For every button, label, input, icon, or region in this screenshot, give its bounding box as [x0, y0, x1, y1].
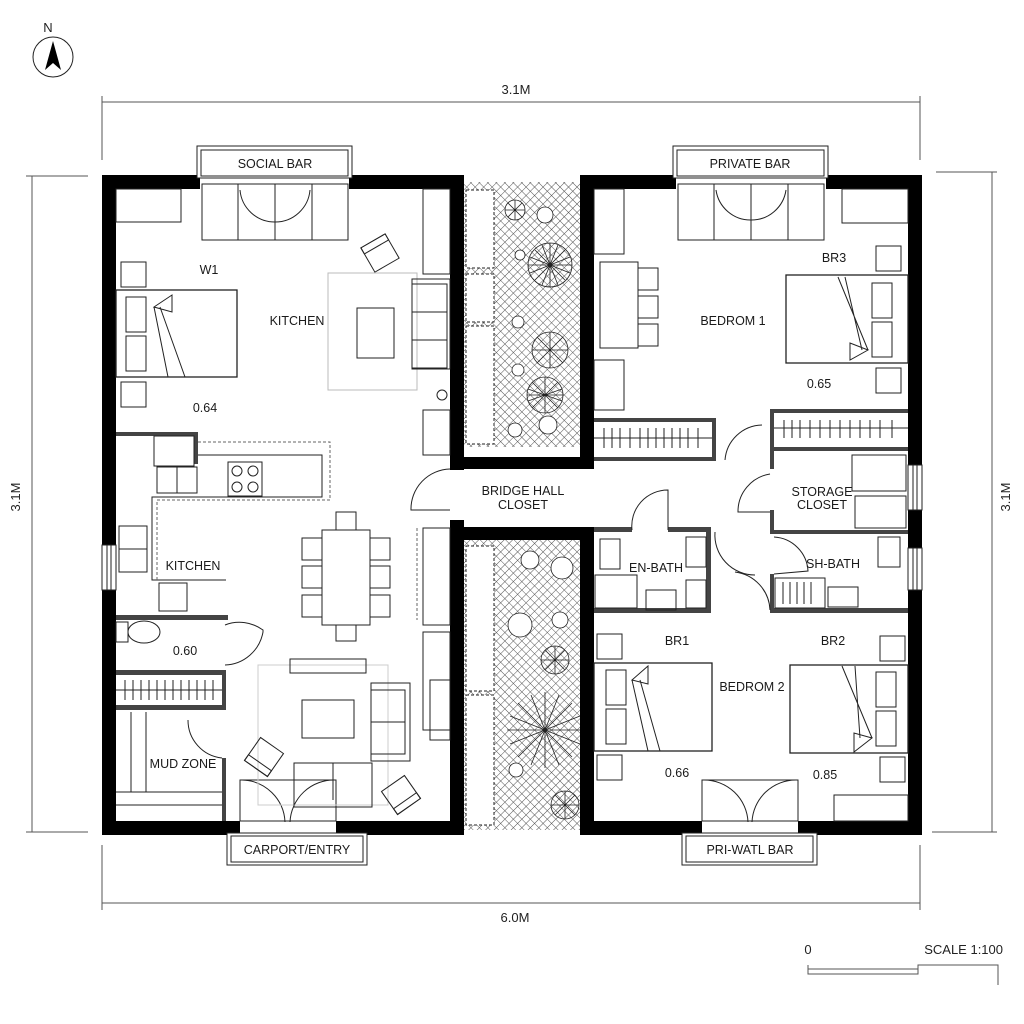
room-label-kitchen: KITCHEN	[166, 559, 221, 573]
wardrobe-icon	[116, 670, 226, 710]
armchair-icon	[360, 233, 400, 273]
room-label-bedroom2: BEDROM 2	[719, 680, 784, 694]
room-label-en-bath: EN-BATH	[629, 561, 683, 575]
bed-icon	[115, 261, 238, 408]
door-swing-icon	[224, 621, 264, 666]
cabinet	[422, 631, 451, 731]
rug	[327, 272, 418, 391]
dimension-right: 3.1M	[932, 171, 1013, 833]
armchair-icon	[243, 736, 285, 778]
social-bar: SOCIAL BAR	[196, 145, 353, 241]
cabinet	[422, 409, 451, 456]
dimension-bottom: 6.0M	[101, 845, 921, 925]
dining-table-icon	[301, 511, 391, 642]
scale-zero: 0	[804, 942, 811, 957]
door-swing-icon	[724, 424, 763, 461]
carport-entry-label: CARPORT/ENTRY	[244, 843, 351, 857]
bed-icon	[785, 245, 909, 394]
rug	[257, 664, 389, 806]
window-icon	[101, 464, 923, 591]
bed-icon	[789, 635, 909, 783]
room-label-area-085: 0.85	[813, 768, 837, 782]
room-label-area-064: 0.64	[193, 401, 217, 415]
plant-icon	[504, 199, 583, 820]
door-swing-icon	[187, 719, 223, 759]
armchair-icon	[380, 774, 422, 816]
private-bar-bottom: PRI-WATL BAR	[681, 779, 818, 866]
room-label-br1: BR1	[665, 634, 689, 648]
cabinet	[422, 527, 451, 626]
scale-bar: 0 SCALE 1:100	[804, 942, 1003, 985]
sink-icon	[877, 536, 901, 568]
desk	[599, 261, 659, 349]
door-swing-icon	[631, 489, 669, 531]
sink-icon	[118, 466, 198, 612]
room-label-storage-closet: CLOSET	[797, 498, 847, 512]
private-bar-bottom-label: PRI-WATL BAR	[706, 843, 793, 857]
bed-icon	[593, 633, 713, 781]
room-label-storage: STORAGE	[792, 485, 853, 499]
private-bar: PRIVATE BAR	[672, 145, 829, 241]
toilet-icon	[115, 620, 161, 644]
shelf	[854, 495, 907, 529]
wardrobe-icon	[594, 409, 908, 469]
scale-label: SCALE 1:100	[924, 942, 1003, 957]
dimension-bottom-label: 6.0M	[501, 910, 530, 925]
dimension-top-label: 3.1M	[502, 82, 531, 97]
coffee-table	[356, 307, 395, 359]
room-label-sh-bath: SH-BATH	[806, 557, 860, 571]
dimension-left: 3.1M	[8, 175, 88, 833]
shelf	[851, 454, 907, 492]
social-bar-label: SOCIAL BAR	[238, 157, 313, 171]
door-swing-icon	[773, 536, 809, 575]
wc-wall	[116, 615, 228, 620]
room-label-area-066: 0.66	[665, 766, 689, 780]
cabinet	[841, 188, 909, 224]
sink-icon	[599, 538, 621, 570]
sh-bath: SH-BATH	[770, 536, 908, 613]
door-swing-icon	[410, 468, 451, 511]
room-label-br3: BR3	[822, 251, 846, 265]
private-bar-label: PRIVATE BAR	[710, 157, 791, 171]
sink-icon	[685, 536, 707, 568]
room-label-kitchen-top: KITCHEN	[270, 314, 325, 328]
north-arrow-icon: N	[32, 20, 74, 78]
exterior-walls	[102, 175, 922, 835]
room-label-bedroom1: BEDROM 1	[700, 314, 765, 328]
tv-console	[289, 658, 367, 674]
room-label-area-060: 0.60	[173, 644, 197, 658]
kitchen-counter	[116, 432, 331, 581]
cabinet	[422, 188, 451, 275]
room-label-br2: BR2	[821, 634, 845, 648]
cabinet	[593, 359, 625, 411]
cabinet	[115, 188, 182, 223]
room-label-area-065: 0.65	[807, 377, 831, 391]
room-label-w1: W1	[200, 263, 219, 277]
en-bath: EN-BATH	[594, 489, 711, 613]
door-swing-icon	[734, 571, 771, 611]
room-label-mud-zone: MUD ZONE	[150, 757, 217, 771]
compass-label: N	[43, 20, 52, 35]
carport-entry: CARPORT/ENTRY	[226, 779, 368, 866]
lamp	[436, 389, 448, 401]
dimension-top: 3.1M	[101, 82, 921, 160]
door-swing-icon	[714, 531, 756, 576]
cabinet	[833, 794, 909, 822]
cabinet	[593, 188, 625, 255]
dimension-left-label: 3.1M	[8, 483, 23, 512]
room-label-bridge-closet: CLOSET	[498, 498, 548, 512]
room-label-bridge-hall: BRIDGE HALL	[482, 484, 565, 498]
sofa-icon	[411, 278, 451, 370]
sofa-icon	[293, 682, 411, 808]
dimension-right-label: 3.1M	[998, 483, 1013, 512]
stove-icon	[227, 461, 263, 497]
coffee-table	[301, 699, 355, 739]
door-swing-icon	[737, 473, 771, 513]
sink-icon	[827, 586, 859, 608]
sink-icon	[645, 589, 677, 611]
